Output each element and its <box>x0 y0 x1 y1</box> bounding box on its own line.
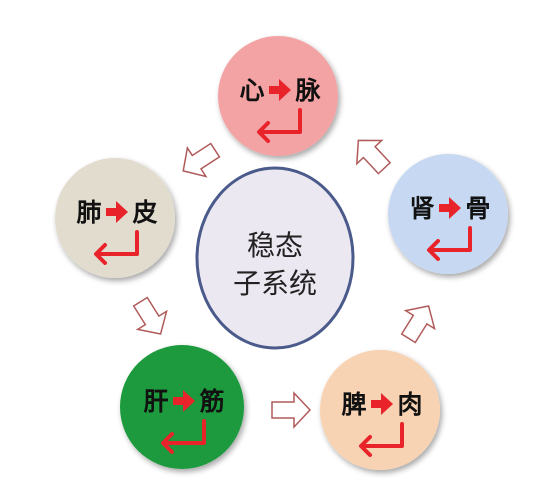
node-spleen: 脾 肉 <box>320 350 440 470</box>
node-kidney-arrow-icon <box>439 197 461 219</box>
node-heart-from: 心 <box>239 76 264 105</box>
arrow-kidney-to-heart <box>355 139 392 175</box>
node-liver: 肝 筋 <box>120 345 244 469</box>
node-liver-circle <box>120 345 244 469</box>
arrow-lung-to-liver <box>132 296 168 335</box>
node-liver-return-icon <box>161 419 206 454</box>
node-lung: 肺 皮 <box>55 158 175 278</box>
node-liver-arrow-icon <box>173 390 195 412</box>
arrow-spleen-to-kidney <box>400 305 436 344</box>
node-lung-arrow-icon <box>106 201 128 223</box>
node-lung-circle <box>55 158 175 278</box>
node-lung-to: 皮 <box>132 198 157 227</box>
node-spleen-from: 脾 <box>341 390 366 419</box>
node-spleen-circle <box>320 350 440 470</box>
node-spleen-to: 肉 <box>397 390 422 419</box>
center-label-line2: 子系统 <box>233 267 317 300</box>
node-heart-return-icon <box>257 108 302 143</box>
center-label-line1: 稳态 <box>247 229 303 262</box>
node-heart-circle <box>218 36 338 156</box>
arrow-liver-to-spleen <box>271 391 312 429</box>
node-kidney-circle <box>388 154 508 274</box>
center-node: 稳态 子系统 <box>195 166 355 350</box>
center-ellipse <box>195 166 355 350</box>
node-heart-arrow-icon <box>269 79 291 101</box>
node-spleen-arrow-icon <box>371 393 393 415</box>
node-kidney-from: 肾 <box>409 194 434 223</box>
node-lung-from: 肺 <box>76 198 101 227</box>
node-liver-to: 筋 <box>199 387 224 416</box>
node-kidney-return-icon <box>427 226 472 261</box>
node-kidney-to: 骨 <box>465 194 490 223</box>
node-liver-from: 肝 <box>143 387 168 416</box>
node-kidney: 肾 骨 <box>388 154 508 274</box>
node-spleen-return-icon <box>359 422 404 457</box>
cycle-arrows <box>132 139 436 429</box>
node-heart: 心 脉 <box>218 36 338 156</box>
node-lung-return-icon <box>94 230 139 265</box>
arrow-heart-to-lung <box>182 142 221 178</box>
node-heart-to: 脉 <box>294 76 321 105</box>
